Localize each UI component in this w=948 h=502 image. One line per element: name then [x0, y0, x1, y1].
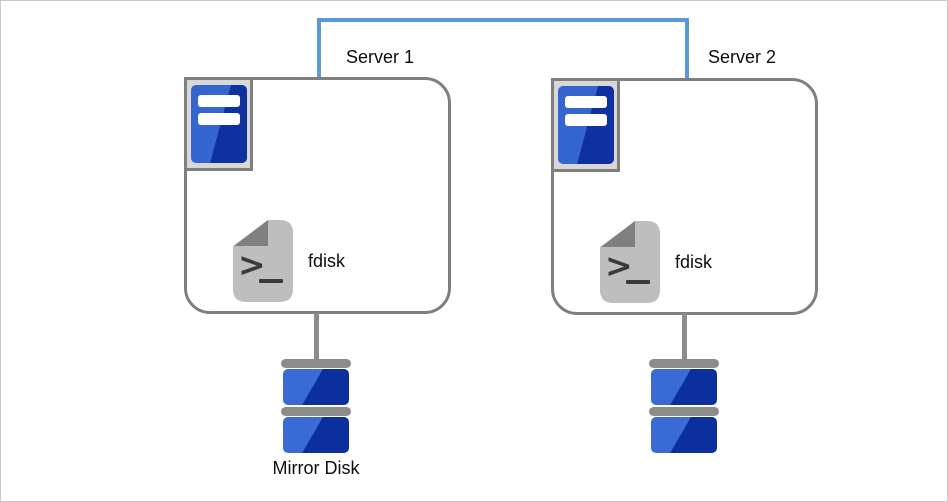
svg-text:>: > — [238, 245, 266, 284]
server-tower-icon — [190, 85, 247, 163]
mirror-disk-label: Mirror Disk — [272, 458, 360, 478]
tower-slot-bar — [564, 114, 607, 126]
fdisk-label: fdisk — [308, 250, 346, 271]
heartbeat-link-horizontal — [317, 18, 689, 22]
disk-platter — [651, 369, 717, 405]
server2-icon-frame — [551, 78, 620, 172]
server1-label: Server 1 — [346, 47, 415, 67]
server1-tool-row: > fdisk — [232, 218, 345, 304]
disk-cap — [649, 359, 719, 368]
heartbeat-link-drop-server1 — [317, 18, 321, 78]
terminal-file-icon: > — [233, 220, 293, 302]
server1-box: > fdisk — [184, 77, 451, 314]
tower-slot-bar — [197, 95, 240, 107]
disk-stack-icon — [649, 359, 719, 453]
tower-slot-bar — [564, 96, 607, 108]
heartbeat-link-drop-server2 — [685, 18, 689, 79]
disk-cap — [649, 407, 719, 416]
server2-tool-row: > fdisk — [599, 219, 712, 305]
terminal-file-icon: > — [600, 221, 660, 303]
disk-platter — [651, 417, 717, 453]
fdisk-label: fdisk — [675, 251, 713, 272]
disk-cap — [281, 359, 351, 368]
server-tower-icon — [557, 86, 614, 164]
server2-label: Server 2 — [708, 47, 777, 67]
tower-slot-bar — [197, 113, 240, 125]
disk-platter — [283, 369, 349, 405]
svg-text:>: > — [605, 246, 633, 285]
disk-platter — [283, 417, 349, 453]
server1-disk-connector — [314, 313, 319, 359]
disk-cap — [281, 407, 351, 416]
server1-icon-frame — [184, 77, 253, 171]
server2-box: > fdisk — [551, 78, 818, 315]
server2-disk-connector — [682, 313, 687, 359]
disk-stack-icon — [281, 359, 351, 453]
